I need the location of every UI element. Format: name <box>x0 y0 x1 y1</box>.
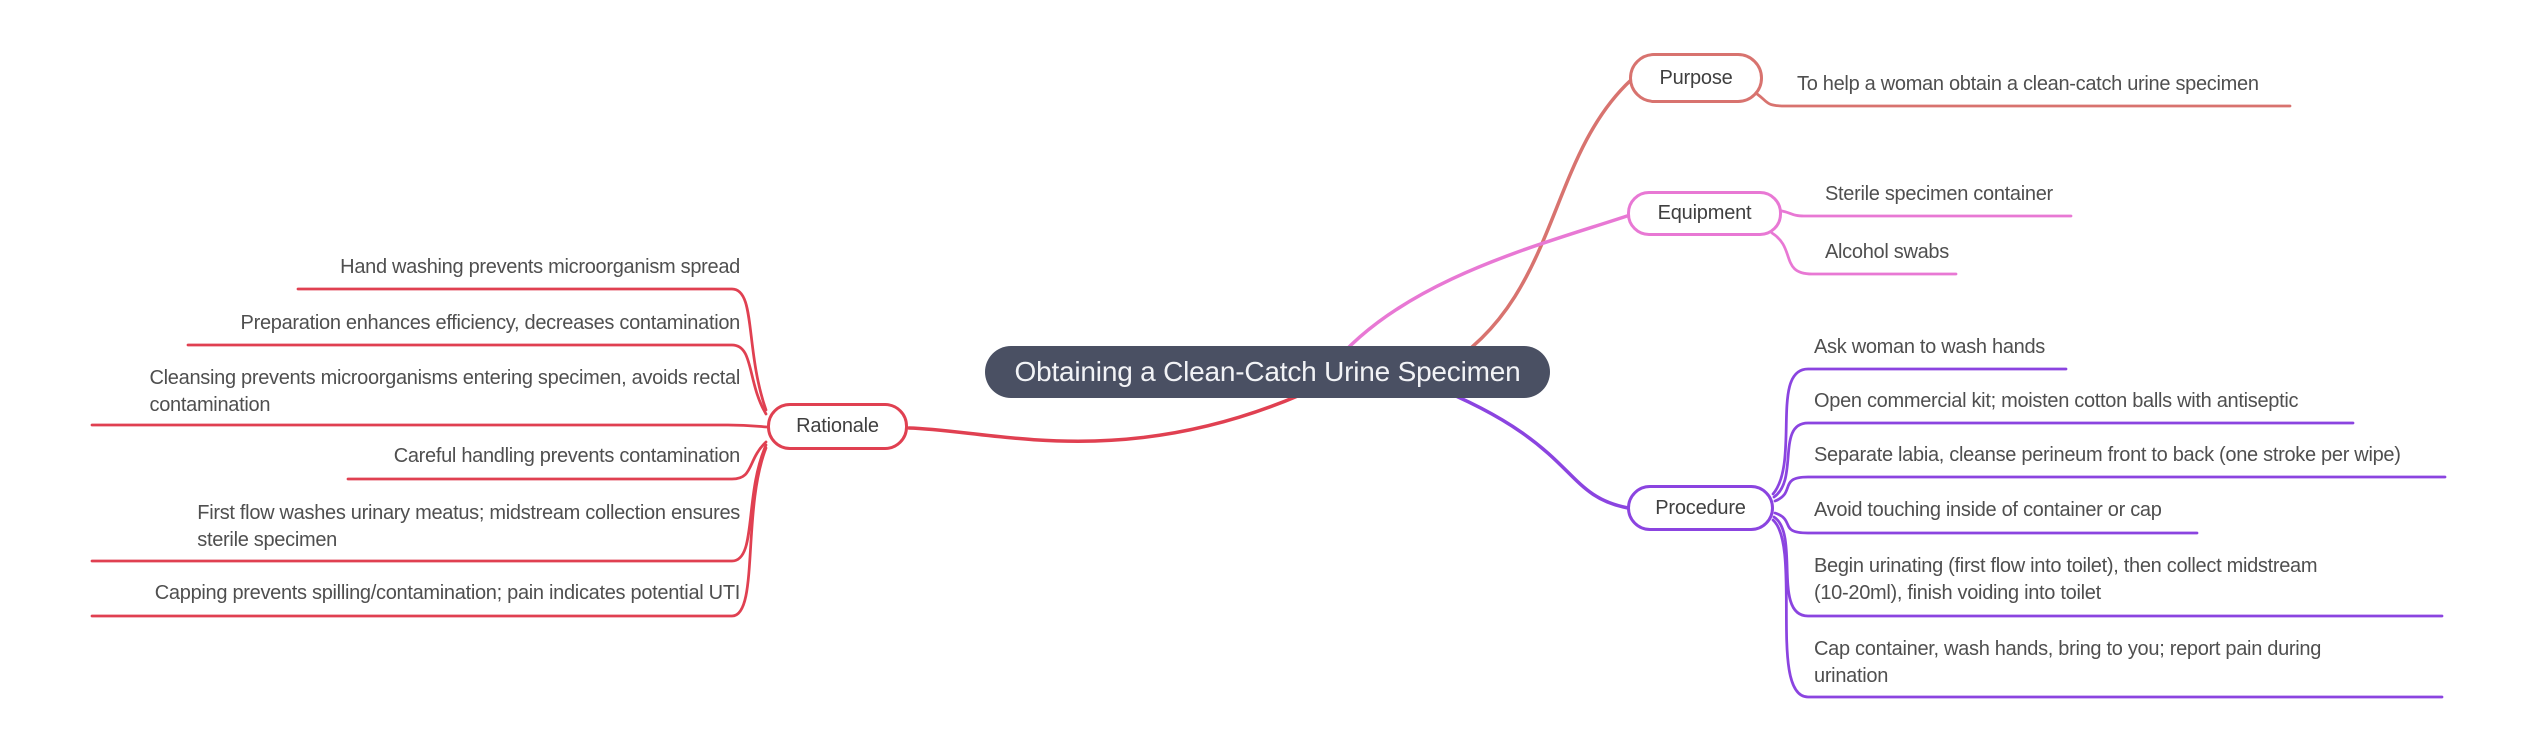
leaf-procedure-5[interactable]: Begin urinating (first flow into toilet)… <box>1814 553 2318 607</box>
leaf-equipment-2[interactable]: Alcohol swabs <box>1825 239 1949 266</box>
leaf-rationale-5[interactable]: First flow washes urinary meatus; midstr… <box>197 500 740 554</box>
leaf-rationale-2[interactable]: Preparation enhances efficiency, decreas… <box>240 310 741 337</box>
leaf-line: Careful handling prevents contamination <box>393 445 741 467</box>
leaf-line: Open commercial kit; moisten cotton ball… <box>1814 390 2299 412</box>
branch-label-procedure: Procedure <box>1655 496 1746 519</box>
leaf-line: Capping prevents spilling/contamination;… <box>154 582 741 604</box>
branch-node-procedure[interactable]: Procedure <box>1627 485 1774 531</box>
leaf-line: First flow washes urinary meatus; midstr… <box>197 502 740 524</box>
leaf-line: Hand washing prevents microorganism spre… <box>340 256 740 278</box>
rationale-leaf-4-link <box>346 440 768 481</box>
branch-label-purpose: Purpose <box>1659 66 1733 89</box>
leaf-line: Sterile specimen container <box>1825 183 2053 205</box>
rationale-leaf-1-link <box>296 287 768 412</box>
rationale-branch-curve <box>907 393 1302 443</box>
leaf-line: Ask woman to wash hands <box>1814 336 2046 358</box>
equipment-leaf-2-link <box>1770 231 1958 276</box>
procedure-leaf-5-link <box>1772 515 2444 618</box>
procedure-leaf-2-link <box>1772 421 2355 499</box>
leaf-rationale-1[interactable]: Hand washing prevents microorganism spre… <box>340 254 740 281</box>
procedure-leaf-1-link <box>1771 367 2068 496</box>
rationale-leaf-2-link <box>186 343 768 416</box>
leaf-rationale-4[interactable]: Careful handling prevents contamination <box>393 443 741 470</box>
leaf-line: (10-20ml), finish voiding into toilet <box>1814 582 2101 604</box>
leaf-rationale-3[interactable]: Cleansing prevents microorganisms enteri… <box>149 365 741 419</box>
procedure-branch-curve <box>1428 383 1630 510</box>
leaf-procedure-1[interactable]: Ask woman to wash hands <box>1814 334 2045 361</box>
purpose-branch-curve <box>1438 78 1633 372</box>
leaf-procedure-2[interactable]: Open commercial kit; moisten cotton ball… <box>1814 388 2299 415</box>
leaf-line: To help a woman obtain a clean-catch uri… <box>1797 73 2259 95</box>
leaf-line: Separate labia, cleanse perineum front t… <box>1814 444 2401 466</box>
leaf-procedure-4[interactable]: Avoid touching inside of container or ca… <box>1814 497 2162 524</box>
branch-node-purpose[interactable]: Purpose <box>1629 53 1763 103</box>
leaf-line: Begin urinating (first flow into toilet)… <box>1814 555 2318 577</box>
leaf-equipment-1[interactable]: Sterile specimen container <box>1825 181 2053 208</box>
branch-node-rationale[interactable]: Rationale <box>767 403 908 450</box>
equipment-leaf-1-link <box>1780 209 2073 218</box>
leaf-line: Cleansing prevents microorganisms enteri… <box>149 367 741 389</box>
leaf-line: contamination <box>149 394 271 416</box>
leaf-procedure-3[interactable]: Separate labia, cleanse perineum front t… <box>1814 442 2401 469</box>
rationale-leaf-5-link <box>90 443 768 563</box>
rationale-leaf-3-link <box>90 423 769 429</box>
procedure-leaf-6-link <box>1771 518 2444 699</box>
leaf-line: Alcohol swabs <box>1825 241 1949 263</box>
central-topic-node[interactable]: Obtaining a Clean-Catch Urine Specimen <box>985 346 1550 398</box>
leaf-line: Cap container, wash hands, bring to you;… <box>1814 638 2322 660</box>
leaf-line: Preparation enhances efficiency, decreas… <box>240 312 741 334</box>
rationale-leaf-6-link <box>90 446 768 618</box>
leaf-purpose-1[interactable]: To help a woman obtain a clean-catch uri… <box>1797 71 2259 98</box>
leaf-line: urination <box>1814 665 1889 687</box>
leaf-rationale-6[interactable]: Capping prevents spilling/contamination;… <box>154 580 741 607</box>
equipment-branch-curve <box>1328 214 1629 370</box>
leaf-line: Avoid touching inside of container or ca… <box>1814 499 2162 521</box>
leaf-line: sterile specimen <box>197 529 337 551</box>
central-topic-label: Obtaining a Clean-Catch Urine Specimen <box>1014 356 1521 387</box>
branch-node-equipment[interactable]: Equipment <box>1627 191 1782 236</box>
procedure-leaf-4-link <box>1773 511 2199 535</box>
leaf-procedure-6[interactable]: Cap container, wash hands, bring to you;… <box>1814 636 2321 690</box>
procedure-leaf-3-link <box>1773 475 2447 503</box>
branch-label-rationale: Rationale <box>796 415 879 437</box>
branch-label-equipment: Equipment <box>1657 202 1752 224</box>
